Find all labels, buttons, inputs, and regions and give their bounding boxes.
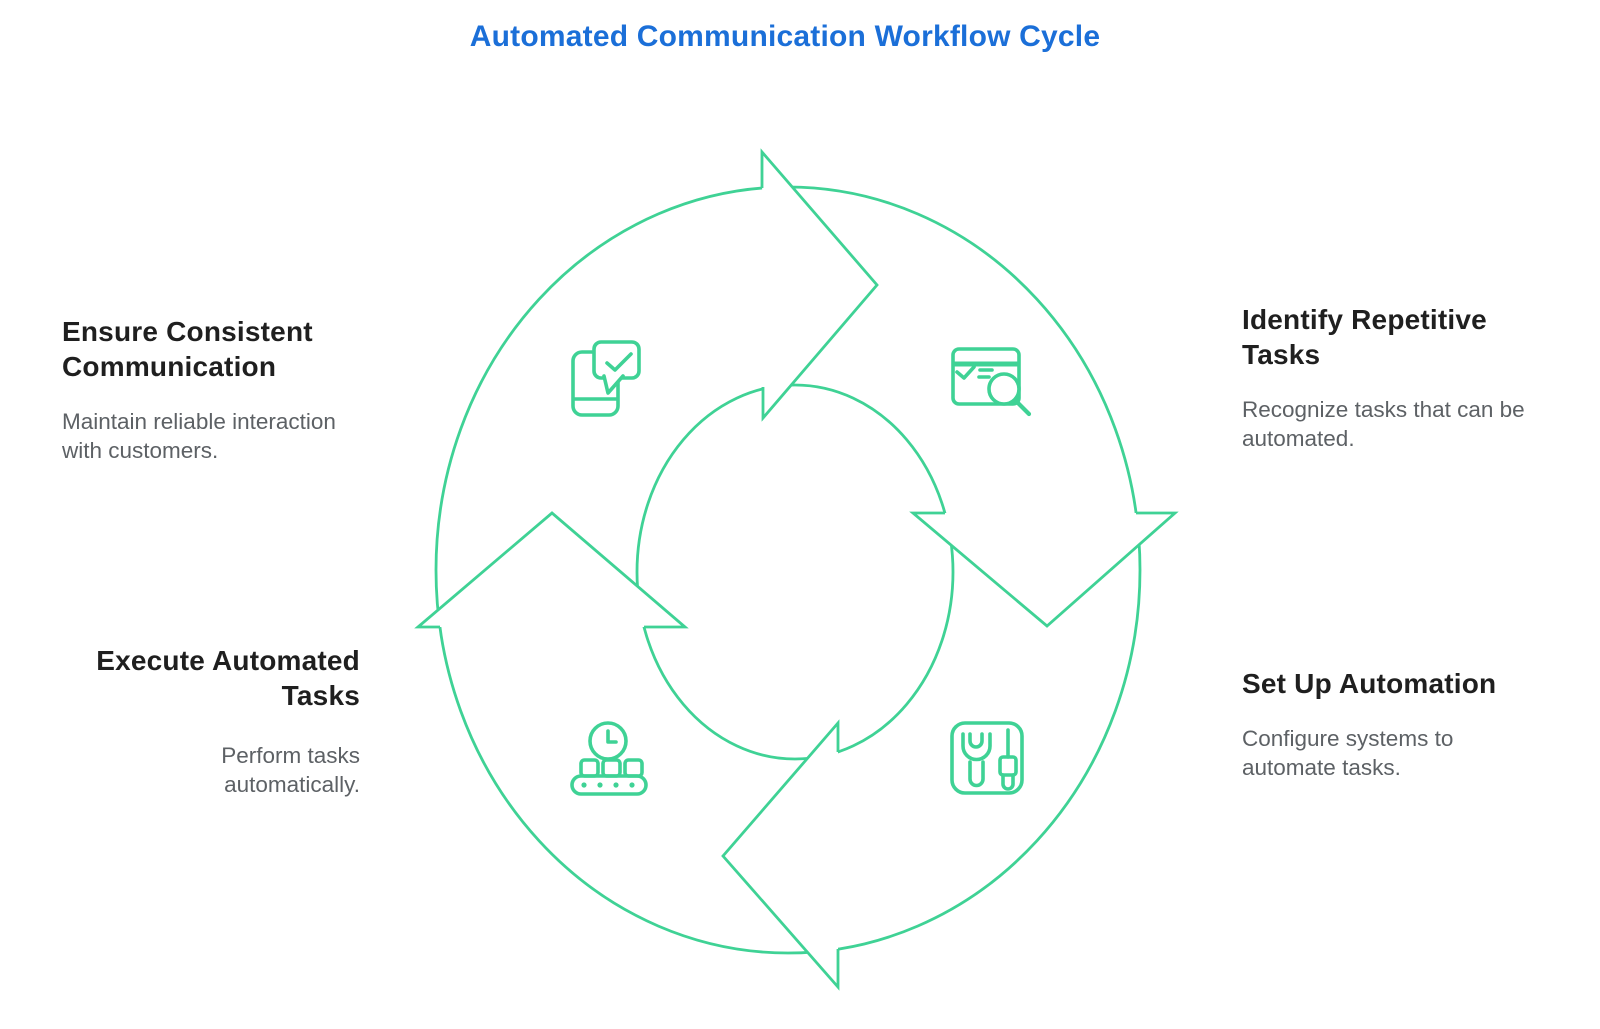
arrow-right: [909, 511, 1179, 628]
step-description: Perform tasks automatically.: [221, 743, 360, 797]
arrow-left: [414, 511, 689, 629]
step-identify-repetitive-tasks: Identify Repetitive Tasks Recognize task…: [1242, 302, 1572, 453]
inner-ring: [635, 383, 955, 761]
step-title: Set Up Automation: [1242, 668, 1497, 699]
step-title: Identify Repetitive Tasks: [1242, 304, 1487, 370]
step-set-up-automation: Set Up Automation Configure systems to a…: [1242, 666, 1572, 782]
step-execute-automated-tasks: Execute Automated Tasks Perform tasks au…: [10, 643, 360, 799]
arrow-top: [760, 148, 879, 422]
step-title: Execute Automated Tasks: [96, 645, 360, 711]
step-title: Ensure Consistent Communication: [62, 316, 313, 382]
step-description: Recognize tasks that can be automated.: [1242, 397, 1525, 451]
page-title: Automated Communication Workflow Cycle: [469, 20, 1101, 53]
task-search-icon: [951, 347, 1032, 417]
conveyor-clock-icon: [570, 721, 648, 796]
step-description: Configure systems to automate tasks.: [1242, 726, 1454, 780]
message-phone-icon: [571, 340, 641, 417]
step-ensure-consistent-communication: Ensure Consistent Communication Maintain…: [62, 314, 412, 465]
arrow-bottom: [721, 719, 840, 991]
cycle-arrows: [414, 148, 1179, 991]
tools-icon: [950, 721, 1024, 795]
step-description: Maintain reliable interaction with custo…: [62, 409, 336, 463]
cycle-icons: [570, 340, 1032, 796]
